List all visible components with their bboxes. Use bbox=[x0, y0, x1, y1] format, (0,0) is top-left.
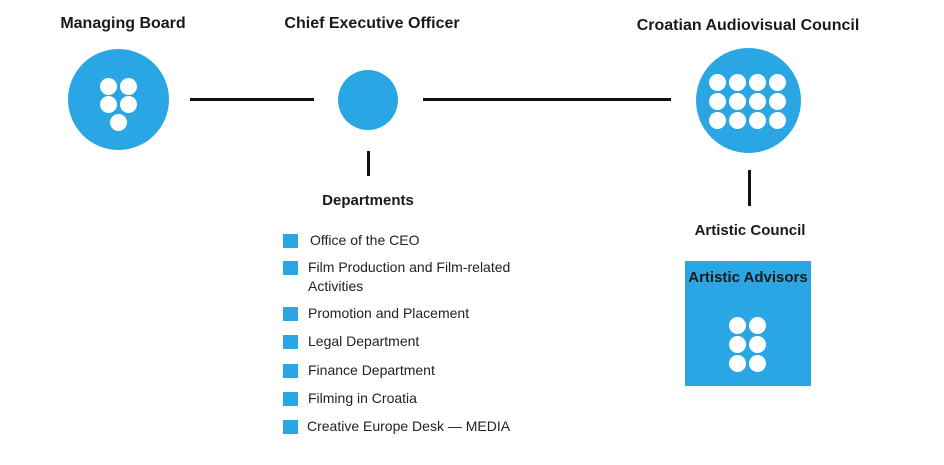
ceo-node bbox=[338, 70, 398, 130]
member-dot bbox=[749, 74, 766, 91]
department-label: Promotion and Placement bbox=[308, 305, 470, 321]
member-dot bbox=[709, 112, 726, 129]
artistic-council-title: Artistic Council bbox=[694, 222, 806, 239]
department-label: Office of the CEO bbox=[310, 232, 420, 248]
member-dot bbox=[110, 114, 127, 131]
member-dot bbox=[729, 317, 746, 334]
connector-ceo-departments bbox=[367, 151, 370, 176]
bullet-square-icon bbox=[283, 364, 298, 378]
department-label: Film Production and Film-related Activit… bbox=[308, 259, 511, 294]
member-dot bbox=[749, 355, 766, 372]
member-dot bbox=[100, 78, 117, 95]
ceo-title: Chief Executive Officer bbox=[284, 15, 460, 32]
member-dot bbox=[749, 336, 766, 353]
bullet-square-icon bbox=[283, 335, 298, 349]
connector-board-ceo bbox=[190, 98, 314, 101]
bullet-square-icon bbox=[283, 261, 298, 275]
member-dot bbox=[749, 112, 766, 129]
member-dot bbox=[769, 112, 786, 129]
member-dot bbox=[120, 78, 137, 95]
connector-ceo-council bbox=[423, 98, 671, 101]
department-label: Finance Department bbox=[308, 362, 435, 378]
member-dot bbox=[100, 96, 117, 113]
council-node bbox=[696, 48, 801, 153]
managing-board-node bbox=[68, 49, 169, 150]
member-dot bbox=[729, 355, 746, 372]
managing-board-title: Managing Board bbox=[60, 15, 186, 32]
connector-council-artistic bbox=[748, 170, 751, 206]
member-dot bbox=[769, 74, 786, 91]
departments-title: Departments bbox=[322, 192, 414, 209]
department-label: Creative Europe Desk — MEDIA bbox=[307, 418, 511, 434]
bullet-square-icon bbox=[283, 234, 298, 248]
member-dot bbox=[729, 336, 746, 353]
artistic-advisors-label: Artistic Advisors bbox=[688, 269, 808, 286]
member-dot bbox=[120, 96, 137, 113]
council-title: Croatian Audiovisual Council bbox=[636, 17, 860, 34]
member-dot bbox=[729, 112, 746, 129]
member-dot bbox=[769, 93, 786, 110]
member-dot bbox=[709, 74, 726, 91]
bullet-square-icon bbox=[283, 392, 298, 406]
member-dot bbox=[749, 93, 766, 110]
department-label: Legal Department bbox=[308, 333, 420, 349]
department-label: Filming in Croatia bbox=[308, 390, 417, 406]
bullet-square-icon bbox=[283, 307, 298, 321]
member-dot bbox=[709, 93, 726, 110]
member-dot bbox=[749, 317, 766, 334]
artistic-advisors-box: Artistic Advisors bbox=[685, 261, 811, 386]
member-dot bbox=[729, 74, 746, 91]
member-dot bbox=[729, 93, 746, 110]
bullet-square-icon bbox=[283, 420, 298, 434]
